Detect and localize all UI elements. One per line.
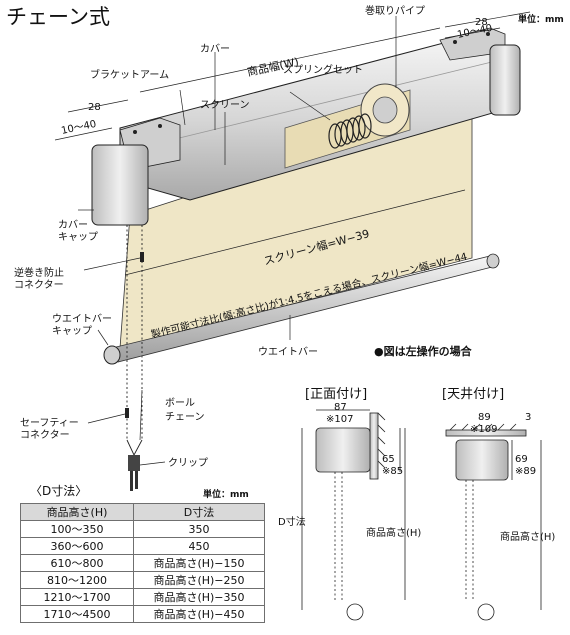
label-cover-cap-1: カバー bbox=[58, 219, 88, 231]
label-clip: クリップ bbox=[168, 457, 208, 469]
label-safety-1: セーフティー bbox=[20, 417, 79, 429]
label-cover-cap-2: キャップ bbox=[58, 231, 98, 243]
table-cell-height: 100～350 bbox=[20, 520, 134, 538]
unit-label-top: 単位：mm bbox=[518, 13, 564, 25]
front-mount-title: [正面付け] bbox=[305, 387, 367, 402]
label-weight-bar: ウエイトバー bbox=[258, 346, 318, 358]
diagram-title: チェーン式 bbox=[6, 5, 110, 29]
table-cell-d: 450 bbox=[133, 537, 265, 555]
table-cell-height: 360～600 bbox=[20, 537, 134, 555]
right-cover-cap bbox=[489, 44, 521, 116]
front-width-1: 87 bbox=[334, 402, 347, 413]
ceiling-height-2: ※89 bbox=[515, 466, 536, 477]
ceiling-height-label: 商品高さ(H) bbox=[500, 530, 555, 543]
front-height-label: 商品高さ(H) bbox=[366, 526, 421, 539]
ceiling-mount-drawing bbox=[445, 423, 542, 621]
column-header-height: 商品高さ(H) bbox=[20, 503, 134, 521]
label-safety-2: コネクター bbox=[20, 429, 70, 441]
label-cover: カバー bbox=[200, 43, 230, 55]
right-bracket bbox=[439, 27, 506, 61]
front-height-2: ※85 bbox=[382, 466, 403, 477]
label-ball-chain-1: ボール bbox=[165, 397, 195, 409]
front-d-label: D寸法 bbox=[278, 515, 306, 528]
dim-28-left: 28 bbox=[88, 102, 101, 113]
front-height-1: 65 bbox=[382, 454, 395, 465]
ceiling-width-2: ※109 bbox=[470, 424, 497, 435]
ceiling-height-1: 69 bbox=[515, 454, 528, 465]
d-table-unit: 単位：mm bbox=[203, 488, 249, 500]
table-cell-height: 610～800 bbox=[20, 554, 134, 572]
table-cell-d: 350 bbox=[133, 520, 265, 538]
table-cell-height: 1210～1700 bbox=[20, 588, 134, 606]
ceiling-width-1: 89 bbox=[478, 412, 491, 423]
dim-28-right: 28 bbox=[475, 17, 488, 28]
safety-connector bbox=[125, 408, 129, 418]
reverse-stop-connector bbox=[140, 252, 144, 262]
label-spring-set: スプリングセット bbox=[283, 63, 363, 76]
table-cell-d: 商品高さ(H)−250 bbox=[133, 571, 265, 589]
dimension-lines bbox=[54, 11, 531, 466]
table-row: 100～350 350 bbox=[20, 520, 265, 538]
table-row: 1210～1700 商品高さ(H)−350 bbox=[20, 588, 265, 606]
label-weight-cap-1: ウエイトバー bbox=[52, 313, 112, 325]
label-ball-chain-2: チェーン bbox=[165, 411, 205, 423]
weight-bar-cap-left bbox=[103, 345, 121, 365]
table-cell-height: 810～1200 bbox=[20, 571, 134, 589]
table-row: 810～1200 商品高さ(H)−250 bbox=[20, 571, 265, 589]
column-header-d: D寸法 bbox=[133, 503, 265, 521]
label-weight-cap-2: キャップ bbox=[52, 325, 92, 337]
spring-set bbox=[328, 113, 372, 149]
table-row: 1710～4500 商品高さ(H)−450 bbox=[20, 605, 265, 623]
table-cell-d: 商品高さ(H)−150 bbox=[133, 554, 265, 572]
ceiling-mount-title: [天井付け] bbox=[442, 387, 504, 402]
d-dimension-table: 商品高さ(H) D寸法 100～350 350 360～600 450 610～… bbox=[20, 503, 265, 623]
label-pipe: 巻取りパイプ bbox=[365, 5, 425, 17]
front-width-2: ※107 bbox=[326, 414, 353, 425]
table-row: 610～800 商品高さ(H)−150 bbox=[20, 554, 265, 572]
left-cover-cap bbox=[91, 144, 149, 226]
label-bracket-arm: ブラケットアーム bbox=[90, 68, 169, 81]
front-mount-drawing bbox=[301, 409, 406, 621]
label-left-operation-note: ●図は左操作の場合 bbox=[374, 344, 473, 358]
table-header-row: 商品高さ(H) D寸法 bbox=[20, 503, 265, 521]
label-reverse-stop-1: 逆巻き防止 bbox=[14, 266, 64, 279]
table-cell-height: 1710～4500 bbox=[20, 605, 134, 623]
ceiling-gap: 3 bbox=[525, 412, 531, 423]
label-reverse-stop-2: コネクター bbox=[14, 279, 64, 291]
table-cell-d: 商品高さ(H)−350 bbox=[133, 588, 265, 606]
dim-10-40-left: 10～40 bbox=[60, 119, 97, 137]
label-screen: スクリーン bbox=[200, 99, 250, 111]
d-table-title: 〈D寸法〉 bbox=[30, 484, 87, 498]
table-cell-d: 商品高さ(H)−450 bbox=[133, 605, 265, 623]
table-row: 360～600 450 bbox=[20, 537, 265, 555]
chain-clip bbox=[128, 455, 140, 491]
